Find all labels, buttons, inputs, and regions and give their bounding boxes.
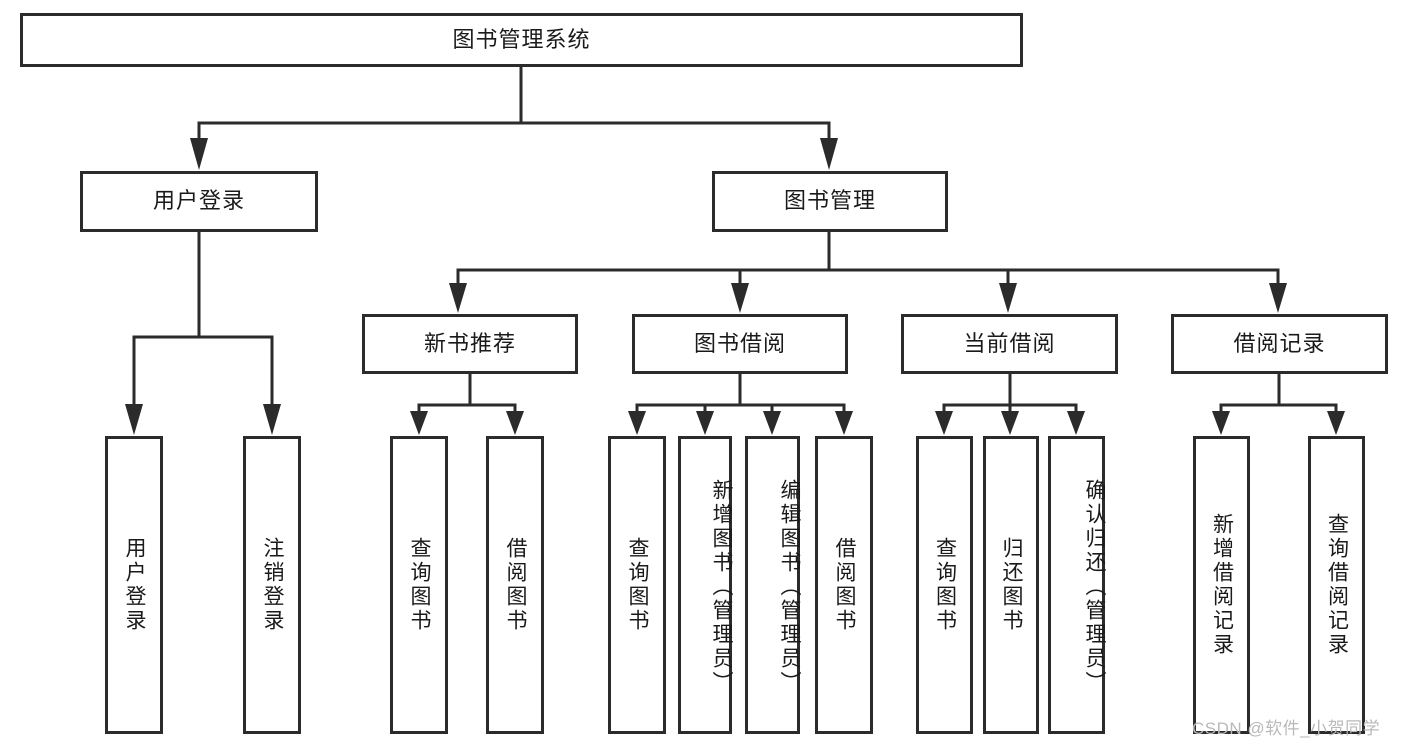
node-box-leaf-query-book-2[interactable]: [608, 436, 666, 734]
arrow-head-leaf-return-book: [1001, 411, 1019, 435]
node-box-leaf-user-login[interactable]: [105, 436, 163, 734]
node-box-current-borrow[interactable]: [901, 314, 1118, 374]
arrow-head-leaf-borrow-book-1: [506, 411, 524, 435]
node-box-book-manage[interactable]: [712, 171, 948, 232]
arrow-head-book-borrow: [731, 283, 749, 313]
arrow-head-user-login: [190, 138, 208, 170]
arrow-head-leaf-query-book-3: [935, 411, 953, 435]
node-box-new-book-rec[interactable]: [362, 314, 578, 374]
node-box-borrow-record[interactable]: [1171, 314, 1388, 374]
node-box-leaf-confirm-return[interactable]: [1048, 436, 1105, 734]
node-box-leaf-query-record[interactable]: [1308, 436, 1365, 734]
arrow-head-leaf-query-book-1: [410, 411, 428, 435]
arrow-head-leaf-logout: [263, 404, 281, 435]
node-box-leaf-query-book-1[interactable]: [390, 436, 448, 734]
node-box-leaf-borrow-book-1[interactable]: [486, 436, 544, 734]
node-box-leaf-return-book[interactable]: [983, 436, 1039, 734]
arrow-head-book-manage: [820, 138, 838, 170]
node-box-leaf-add-book[interactable]: [678, 436, 732, 734]
node-box-leaf-query-book-3[interactable]: [916, 436, 973, 734]
arrow-head-leaf-add-book: [696, 411, 714, 435]
arrow-head-leaf-query-book-2: [628, 411, 646, 435]
node-box-book-borrow[interactable]: [632, 314, 848, 374]
arrow-head-new-book-rec: [449, 283, 467, 313]
node-box-leaf-add-record[interactable]: [1193, 436, 1250, 734]
node-box-leaf-logout[interactable]: [243, 436, 301, 734]
node-box-leaf-edit-book[interactable]: [745, 436, 800, 734]
node-box-root[interactable]: [20, 13, 1023, 67]
node-box-user-login[interactable]: [80, 171, 318, 232]
arrow-head-borrow-record: [1269, 283, 1287, 313]
node-box-leaf-borrow-book-2[interactable]: [815, 436, 873, 734]
arrow-head-leaf-borrow-book-2: [835, 411, 853, 435]
arrow-head-leaf-add-record: [1212, 411, 1230, 435]
arrow-head-current-borrow: [999, 283, 1017, 313]
arrow-head-leaf-edit-book: [763, 411, 781, 435]
arrow-head-leaf-confirm-return: [1067, 411, 1085, 435]
arrow-head-leaf-user-login: [125, 404, 143, 435]
arrow-head-leaf-query-record: [1327, 411, 1345, 435]
